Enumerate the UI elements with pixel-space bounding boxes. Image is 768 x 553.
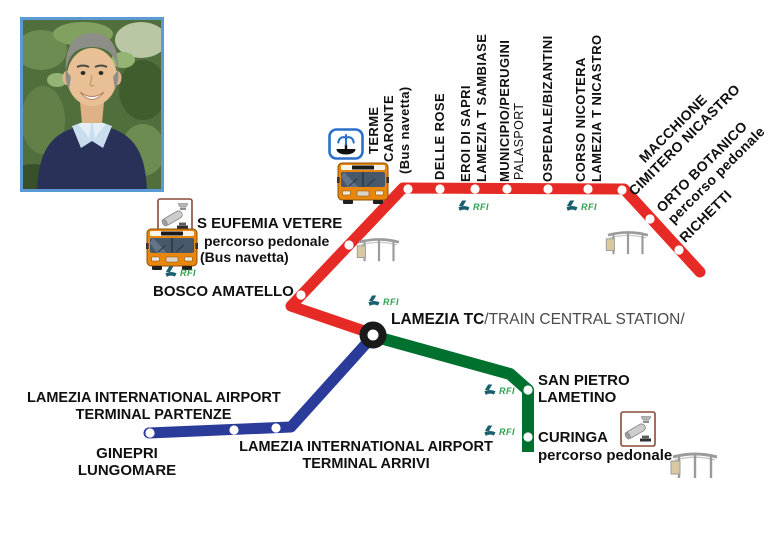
platform-shelter-icon <box>605 231 650 256</box>
rfi-mark-icon <box>368 295 380 306</box>
station-dot <box>229 425 239 435</box>
rfi-text: RFI <box>499 386 515 396</box>
station-note-curinga-percorso-pedonale: percorso pedonale <box>538 447 673 464</box>
station-label-ginepri-lungomare: GINEPRI LUNGOMARE <box>77 445 177 479</box>
rfi-mark-icon <box>165 266 177 277</box>
station-dot <box>645 214 655 224</box>
shuttle-bus-icon <box>146 228 198 270</box>
station-label-delle-rose: DELLE ROSE <box>432 92 447 180</box>
green-line-path <box>371 330 534 452</box>
station-label-san-pietro-lametino: SAN PIETRO LAMETINO <box>538 372 630 406</box>
platform-shelter-icon <box>356 238 401 263</box>
ruins-icon <box>620 411 656 447</box>
rfi-logo: RFI <box>366 294 399 307</box>
station-dot <box>145 428 155 438</box>
rfi-mark-icon <box>458 200 470 211</box>
rfi-mark-icon <box>484 384 496 395</box>
hub-interchange-center <box>367 329 379 341</box>
station-label-caronte: CARONTE <box>381 94 396 162</box>
station-dots <box>145 184 684 442</box>
station-dot <box>403 184 413 194</box>
hub-name-english: /TRAIN CENTRAL STATION/ <box>484 311 685 328</box>
rfi-logo: RFI <box>163 265 196 278</box>
platform-shelter-icon <box>669 452 719 480</box>
station-label-curinga: CURINGA <box>538 429 608 446</box>
station-dot <box>617 185 627 195</box>
rfi-mark-icon <box>566 200 578 211</box>
station-label-terme-note: (Bus navetta) <box>397 86 412 174</box>
fountain-icon <box>328 128 364 160</box>
rfi-logo: RFI <box>482 383 515 396</box>
station-dot <box>271 423 281 433</box>
station-label-terme: TERME <box>366 106 381 155</box>
rfi-mark-icon <box>484 425 496 436</box>
portrait-photo <box>9 17 167 196</box>
station-dot <box>674 245 684 255</box>
rfi-text: RFI <box>383 297 399 307</box>
station-dot <box>296 290 306 300</box>
station-label-eroi-di-sapri-lamezia-t-sambiase: EROI DI SAPRI LAMEZIA T SAMBIASE <box>458 33 489 182</box>
station-note-percorso-pedonale: percorso pedonale <box>204 233 330 249</box>
rfi-logo: RFI <box>564 199 597 212</box>
station-dot <box>543 184 553 194</box>
rfi-text: RFI <box>581 202 597 212</box>
station-dot <box>435 184 445 194</box>
station-dot <box>523 385 533 395</box>
station-label-lamezia-tc: LAMEZIA TC/TRAIN CENTRAL STATION/ <box>391 311 685 328</box>
station-dot <box>502 184 512 194</box>
blue-line-path <box>143 330 379 439</box>
station-dot <box>470 184 480 194</box>
shuttle-bus-icon <box>337 162 389 204</box>
station-label-palasport: PALASPORT <box>512 102 526 180</box>
station-dot <box>583 184 593 194</box>
rfi-text: RFI <box>473 202 489 212</box>
station-label-bosco-amatello: BOSCO AMATELLO <box>153 283 294 300</box>
portrait-illustration <box>9 20 167 196</box>
station-dot <box>523 432 533 442</box>
rfi-logo: RFI <box>482 424 515 437</box>
station-note-bus-navetta: (Bus navetta) <box>200 249 289 265</box>
station-label-corso-nicotera-lamezia-t-nicastro: CORSO NICOTERA LAMEZIA T NICASTRO <box>573 34 604 182</box>
station-dot <box>344 240 354 250</box>
station-label-s-eufemia-vetere: S EUFEMIA VETERE <box>197 215 343 232</box>
station-label-ospedale-bizantini: OSPEDALE/BIZANTINI <box>540 35 555 182</box>
hub-name: LAMEZIA TC <box>391 311 485 328</box>
station-label-terminal-arrivi: LAMEZIA INTERNATIONAL AIRPORT TERMINAL A… <box>239 439 493 472</box>
station-label-terminal-partenze: LAMEZIA INTERNATIONAL AIRPORT TERMINAL P… <box>27 390 281 423</box>
rfi-logo: RFI <box>456 199 489 212</box>
rfi-text: RFI <box>180 268 196 278</box>
rfi-text: RFI <box>499 427 515 437</box>
